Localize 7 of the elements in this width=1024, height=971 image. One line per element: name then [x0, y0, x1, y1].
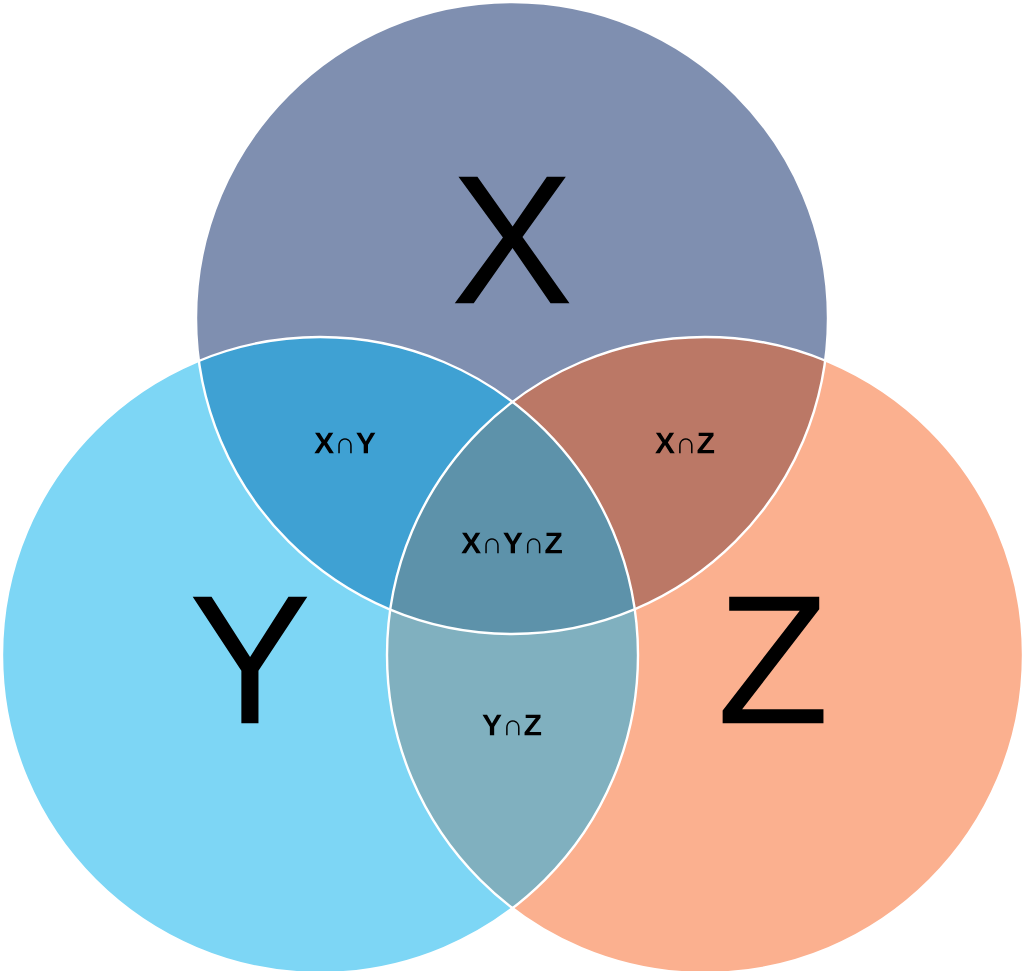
set-label: Y — [192, 596, 308, 724]
region-label: X∩Z — [655, 432, 715, 454]
region-label: X∩Y — [314, 432, 376, 454]
set-label: Z — [722, 596, 824, 724]
set-label: X — [454, 176, 570, 304]
region-label: Y∩Z — [482, 714, 542, 736]
region-label: X∩Y∩Z — [461, 532, 562, 554]
